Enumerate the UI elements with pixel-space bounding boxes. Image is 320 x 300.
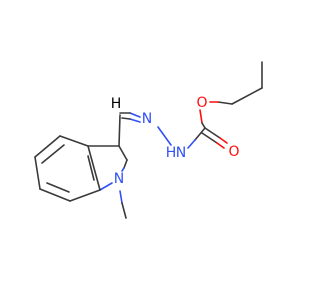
bond-layer (34, 61, 263, 219)
atom-vinyl-hydrogen: H (111, 96, 122, 112)
bond-nh-n (157, 126, 172, 146)
bond-c2-n-b (121, 167, 125, 172)
bond-inner-2 (46, 182, 70, 193)
bond-n-eq-ch-2a (129, 118, 141, 123)
bond-c-eq-o-1b (219, 137, 228, 144)
bond-c-nh-a (194, 127, 206, 141)
bond-o-carbonyl-a (199, 109, 203, 124)
bond-ch-c3 (118, 114, 121, 147)
bond-c2-n-a (123, 159, 128, 169)
atom-indole-nitrogen: N (114, 171, 124, 187)
bond-c3-c2 (118, 145, 128, 161)
bond-c7a-c3a (87, 145, 101, 191)
atom-amide-nitrogen: N (176, 145, 186, 161)
structure-canvas: O O N N H H N (34, 61, 263, 219)
bond-c-eq-o-2b (216, 142, 225, 149)
atom-ester-oxygen: O (196, 95, 207, 111)
bond-n-methyl-a (119, 190, 123, 204)
bond-ch2-o-a (217, 101, 233, 105)
bond-c4-c5 (34, 135, 61, 158)
bond-n-c7a (99, 182, 113, 191)
atom-carbonyl-oxygen: O (228, 144, 239, 160)
bond-c-eq-o-2a (201, 132, 218, 144)
bond-n-eq-ch-1a (129, 112, 141, 118)
bond-n-methyl-b (121, 202, 127, 219)
bond-c-eq-o-1a (204, 127, 221, 139)
atom-amide-hydrogen: H (166, 145, 177, 161)
bond-c6-c7 (39, 188, 71, 202)
bond-inner-3 (87, 155, 95, 181)
bond-c-nh-b (187, 139, 196, 149)
bond-ethyl-ch2 (231, 87, 263, 105)
bond-n-eq-ch-2b (121, 117, 131, 120)
molecule-structure: O O N N H H N (34, 61, 263, 219)
bond-c7-c7a (69, 189, 101, 202)
bond-inner-1 (41, 144, 65, 164)
atom-hydrazone-nitrogen: N (142, 111, 152, 127)
bond-c3a-c4 (59, 135, 89, 147)
bond-o-carbonyl-b (201, 122, 206, 129)
bond-c5-c6 (34, 156, 41, 190)
